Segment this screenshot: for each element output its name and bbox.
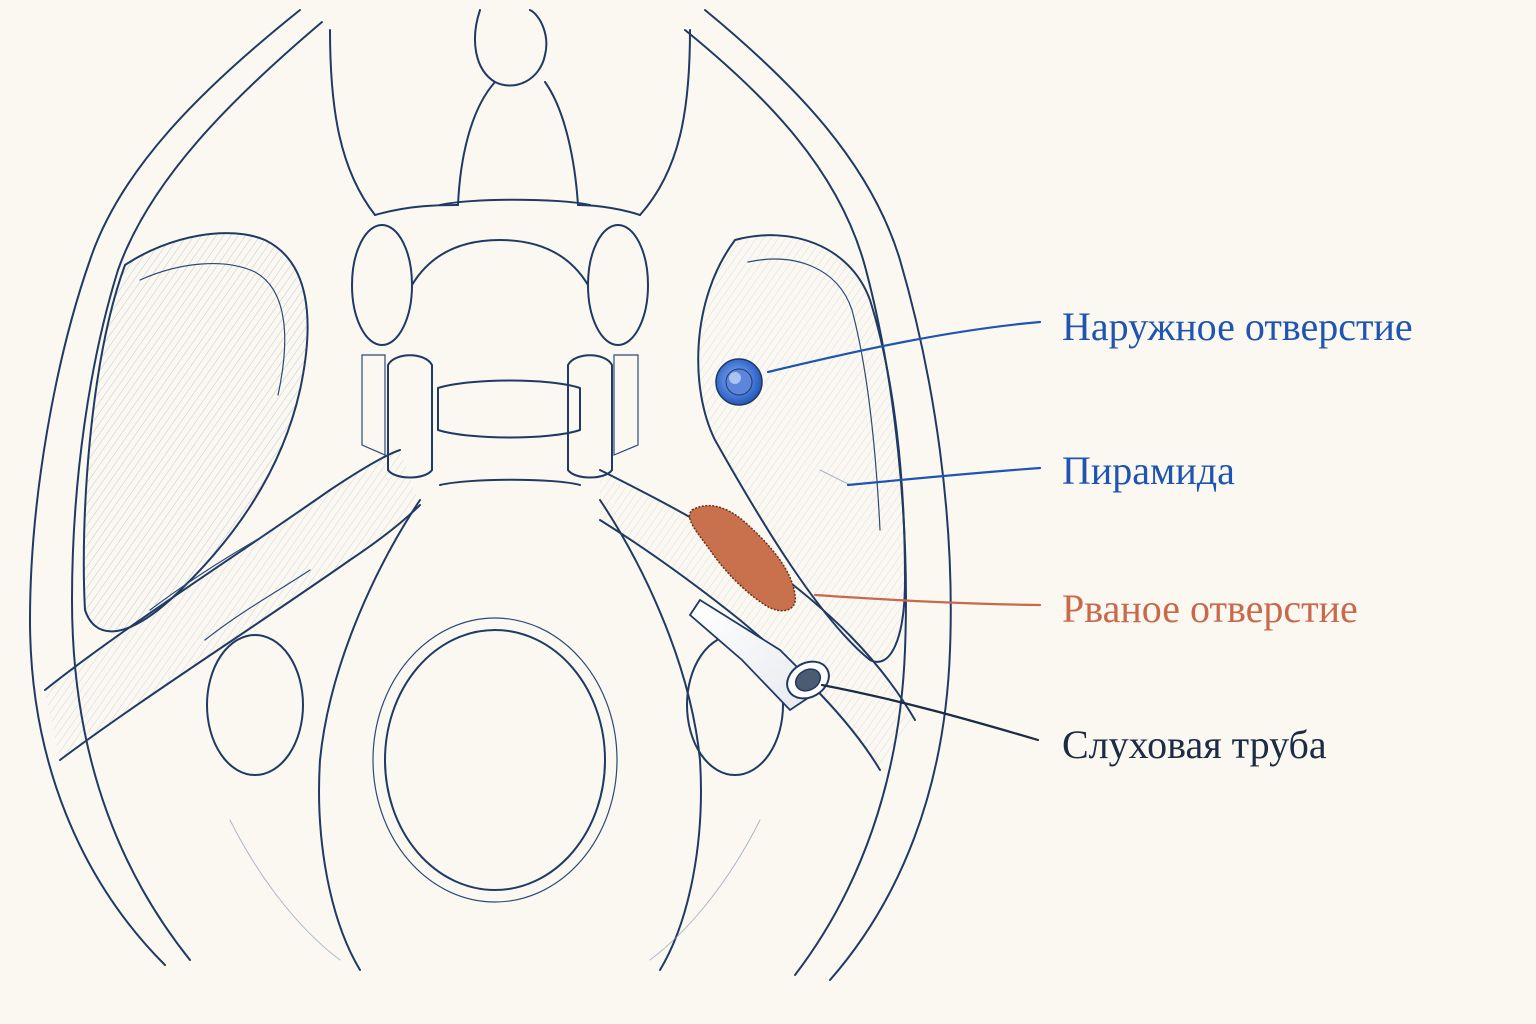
foramen-magnum (384, 629, 606, 891)
label-pyramid: Пирамида (1062, 448, 1235, 493)
label-auditory-tube: Слуховая труба (1062, 722, 1327, 767)
label-external-opening: Наружное отверстие (1062, 304, 1413, 349)
outer-skull-outline (29, 9, 952, 981)
leader-external-opening (766, 320, 1042, 374)
leader-lacerum (813, 593, 1042, 607)
left-lateral-fossa (82, 232, 309, 633)
central-structures (329, 9, 691, 486)
label-lacerum: Рваное отверстие (1062, 586, 1358, 631)
lacerum-foramen-marker (688, 504, 796, 612)
auditory-tube (688, 598, 830, 712)
leader-auditory-tube (820, 683, 1040, 742)
leader-pyramid (846, 466, 1042, 487)
right-lateral-fossa (697, 234, 906, 663)
foramen-magnum-region (206, 499, 784, 971)
petrous-ridges (44, 449, 916, 771)
external-opening-marker (715, 358, 763, 406)
